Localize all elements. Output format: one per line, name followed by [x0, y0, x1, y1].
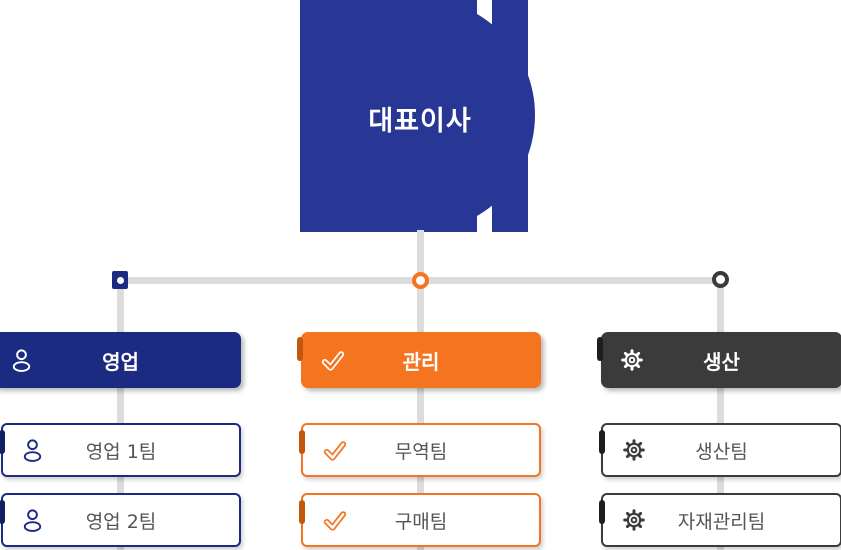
- branch-marker-management: [412, 272, 429, 289]
- dept-label: 영업: [102, 349, 139, 374]
- team-label: 무역팀: [394, 440, 448, 463]
- dept-label: 관리: [402, 349, 440, 374]
- dept-header-sales: 영업: [0, 332, 241, 388]
- team-label: 생산팀: [695, 440, 748, 463]
- person-icon: [11, 348, 32, 373]
- connector-ceo-stub: [417, 230, 424, 280]
- check-icon: [322, 508, 347, 533]
- gear-icon: [620, 348, 644, 372]
- person-icon: [22, 438, 43, 463]
- connector-vertical-production: [717, 280, 724, 550]
- check-icon: [320, 348, 345, 373]
- team-node: 생산팀: [599, 423, 841, 477]
- ceo-shape-bar: [492, 0, 528, 232]
- team-label: 구매팀: [394, 510, 448, 533]
- connector-vertical-management: [417, 280, 424, 550]
- gear-icon: [622, 508, 646, 532]
- person-icon: [22, 508, 43, 533]
- team-node: 영업 1팀: [0, 423, 241, 477]
- team-label: 자재관리팀: [677, 510, 766, 533]
- team-label: 영업 2팀: [85, 510, 157, 533]
- dept-label: 생산: [703, 349, 740, 374]
- branch-marker-sales: [112, 271, 128, 289]
- marker-dot: [116, 276, 124, 284]
- check-icon: [322, 438, 347, 463]
- ceo-node-label: 대표이사: [368, 106, 472, 137]
- team-node: 자재관리팀: [599, 493, 841, 547]
- branch-marker-production: [712, 271, 729, 288]
- team-node: 무역팀: [299, 423, 541, 477]
- team-label: 영업 1팀: [85, 440, 157, 463]
- team-node: 구매팀: [299, 493, 541, 547]
- connector-vertical-sales: [117, 280, 124, 550]
- gear-icon: [622, 438, 646, 462]
- dept-header-production: 생산: [597, 332, 841, 388]
- dept-header-management: 관리: [297, 332, 541, 388]
- team-node: 영업 2팀: [0, 493, 241, 547]
